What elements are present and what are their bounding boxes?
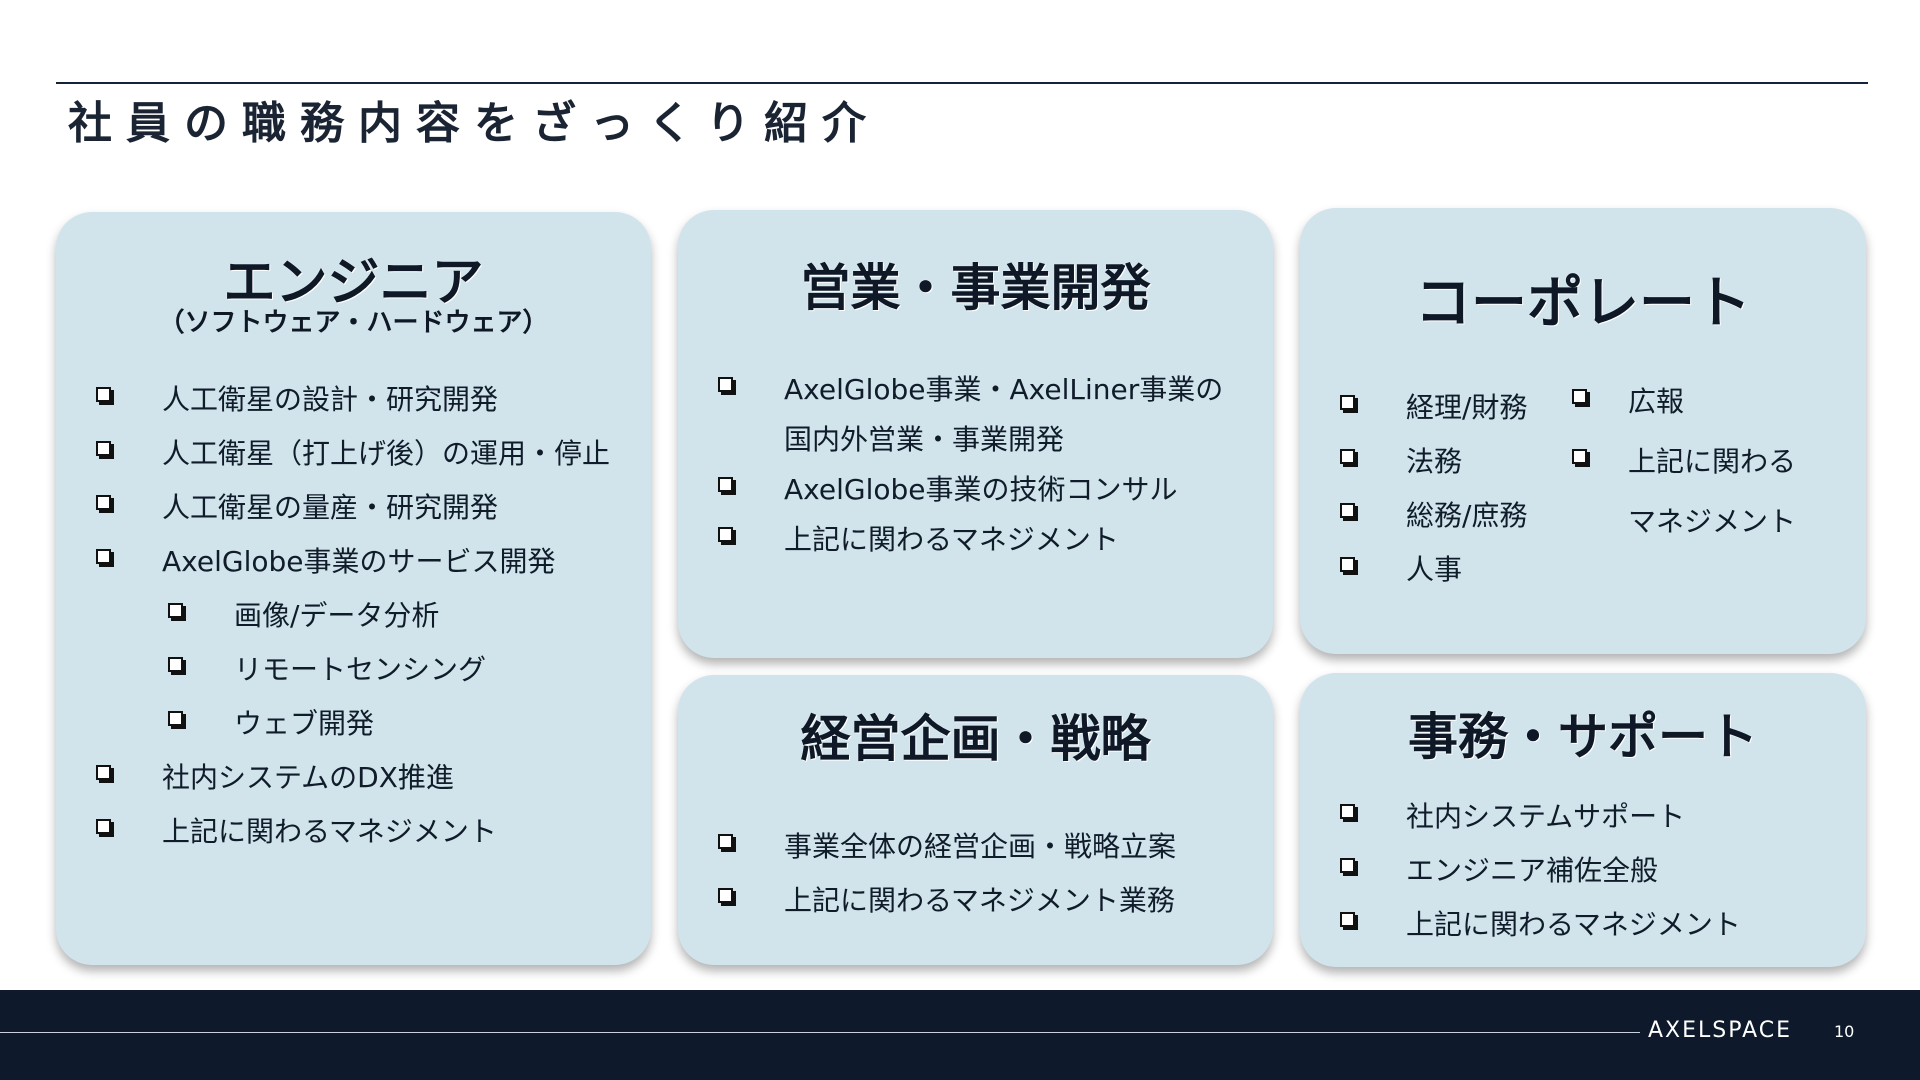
list-item: 社内システムのDX推進: [96, 756, 636, 810]
page-title: 社員の職務内容をざっくり紹介: [68, 98, 880, 149]
card-support: 事務・サポート 社内システムサポート エンジニア補佐全般 上記に関わるマネジメン…: [1300, 673, 1866, 967]
list-item: 上記に関わるマネジメント: [96, 810, 636, 864]
checkbox-bullet-icon: [1340, 804, 1355, 819]
support-list: 社内システムサポート エンジニア補佐全般 上記に関わるマネジメント: [1340, 795, 1840, 957]
checkbox-bullet-icon: [168, 657, 183, 672]
footer-rule: [0, 1032, 1640, 1033]
axelspace-logo: AXELSPACE: [1648, 1018, 1793, 1043]
list-item: 人工衛星の設計・研究開発: [96, 378, 636, 432]
checkbox-bullet-icon: [96, 387, 111, 402]
list-item: 人工衛星の量産・研究開発: [96, 486, 636, 540]
checkbox-bullet-icon: [1340, 503, 1355, 518]
checkbox-bullet-icon: [718, 834, 733, 849]
list-item-continuation: 国内外営業・事業開発: [784, 423, 1065, 456]
checkbox-bullet-icon: [168, 711, 183, 726]
list-item: 人事: [1340, 548, 1560, 602]
card-title-sales: 営業・事業開発: [800, 259, 1151, 317]
list-item: 法務: [1340, 440, 1560, 494]
checkbox-bullet-icon: [1340, 858, 1355, 873]
list-item: 社内システムサポート: [1340, 795, 1840, 849]
list-item: 上記に関わるマネジメント: [1340, 903, 1840, 957]
checkbox-bullet-icon: [96, 549, 111, 564]
list-item: エンジニア補佐全般: [1340, 849, 1840, 903]
checkbox-bullet-icon: [718, 527, 733, 542]
checkbox-bullet-icon: [1572, 389, 1587, 404]
checkbox-bullet-icon: [96, 819, 111, 834]
checkbox-bullet-icon: [96, 495, 111, 510]
card-title-support: 事務・サポート: [1408, 708, 1758, 766]
card-title-corporate: コーポレート: [1415, 271, 1751, 336]
card-sales: 営業・事業開発 AxelGlobe事業・AxelLiner事業の 国内外営業・事…: [678, 210, 1273, 658]
card-planning: 経営企画・戦略 事業全体の経営企画・戦略立案 上記に関わるマネジメント業務: [678, 675, 1273, 965]
list-item: 上記に関わる: [1572, 440, 1832, 500]
checkbox-bullet-icon: [718, 477, 733, 492]
checkbox-bullet-icon: [1340, 395, 1355, 410]
list-item: 広報: [1572, 380, 1832, 440]
checkbox-bullet-icon: [96, 765, 111, 780]
list-item: 経理/財務: [1340, 386, 1560, 440]
list-item: AxelGlobe事業の技術コンサル: [718, 468, 1258, 518]
checkbox-bullet-icon: [96, 441, 111, 456]
card-corporate: コーポレート 経理/財務 法務 総務/庶務 人事 広報 上記に関わる マネジメン…: [1300, 208, 1866, 654]
checkbox-bullet-icon: [168, 603, 183, 618]
list-item-sub: ウェブ開発: [168, 702, 636, 756]
list-item-sub: 画像/データ分析: [168, 594, 636, 648]
sales-list: AxelGlobe事業・AxelLiner事業の 国内外営業・事業開発 Axel…: [718, 368, 1258, 568]
checkbox-bullet-icon: [1572, 449, 1587, 464]
list-item: AxelGlobe事業・AxelLiner事業の: [718, 368, 1258, 418]
list-item-sub: リモートセンシング: [168, 648, 636, 702]
checkbox-bullet-icon: [1340, 449, 1355, 464]
card-engineer: エンジニア （ソフトウェア・ハードウェア） 人工衛星の設計・研究開発 人工衛星（…: [56, 212, 651, 965]
page-number: 10: [1834, 1022, 1855, 1041]
list-item-continuation: マネジメント: [1628, 505, 1797, 538]
planning-list: 事業全体の経営企画・戦略立案 上記に関わるマネジメント業務: [718, 825, 1258, 933]
list-item: 総務/庶務: [1340, 494, 1560, 548]
list-item: AxelGlobe事業のサービス開発: [96, 540, 636, 594]
list-item: 人工衛星（打上げ後）の運用・停止: [96, 432, 636, 486]
card-subtitle-engineer: （ソフトウェア・ハードウェア）: [158, 308, 549, 338]
list-item: 上記に関わるマネジメント業務: [718, 879, 1258, 933]
checkbox-bullet-icon: [1340, 557, 1355, 572]
card-title-planning: 経営企画・戦略: [800, 710, 1151, 768]
footer-bar: AXELSPACE 10: [0, 990, 1920, 1080]
list-item: 事業全体の経営企画・戦略立案: [718, 825, 1258, 879]
engineer-list: 人工衛星の設計・研究開発 人工衛星（打上げ後）の運用・停止 人工衛星の量産・研究…: [96, 378, 636, 864]
checkbox-bullet-icon: [718, 377, 733, 392]
card-title-engineer: エンジニア: [223, 253, 484, 313]
corporate-left-list: 経理/財務 法務 総務/庶務 人事: [1340, 386, 1560, 602]
checkbox-bullet-icon: [1340, 912, 1355, 927]
list-item: 上記に関わるマネジメント: [718, 518, 1258, 568]
checkbox-bullet-icon: [718, 888, 733, 903]
title-rule: [56, 82, 1868, 84]
corporate-right-list: 広報 上記に関わる マネジメント: [1572, 380, 1832, 560]
